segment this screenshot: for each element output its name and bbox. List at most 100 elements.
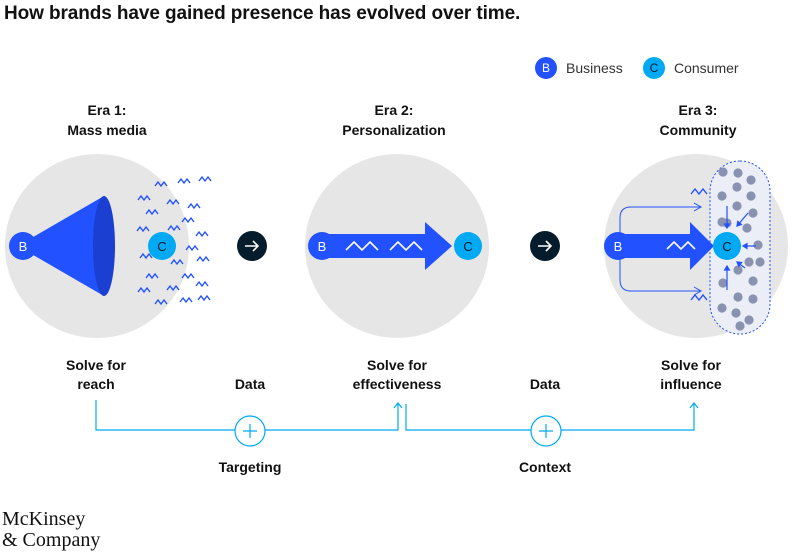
community-member-dot [744,257,754,267]
era-1-number: Era 1: [87,102,127,118]
megaphone-icon [28,196,104,296]
wave-mark [196,255,210,263]
transition-2-input: Data [529,376,561,392]
influence-arrowhead [723,223,731,230]
logo-line2: & Company [2,529,101,551]
community-member-dot [753,240,763,250]
consumer-icon: C [643,57,665,79]
era-2-outcome-line2: effectiveness [352,376,442,392]
era-1-business-letter: B [19,239,28,254]
era-2-title: Era 2: Personalization [314,100,474,140]
community-member-dot [744,315,754,325]
influence-path-bottom [619,246,700,292]
era-3-outcome-line1: Solve for [661,357,721,373]
wave-mark [187,202,201,210]
transition-1-arrow-glyph [245,240,260,252]
community-member-dot [755,257,765,267]
wave-mark [181,216,195,224]
influence-arrowhead [736,261,743,268]
community-member-dot [733,265,743,275]
era-2-outcome-line1: Solve for [367,357,427,373]
wave-mark [179,296,193,304]
era-3-consumer-node [713,232,741,260]
community-member-dot [732,182,742,192]
broadcast-waves [136,175,212,306]
community-member-dot [735,321,745,331]
transition-2-enabler: Context [518,459,572,475]
wave-mark [185,244,199,252]
community-member-dot [748,294,758,304]
era-3-business-node [604,232,632,260]
legend-business-label: Business [566,60,623,76]
wave-mark [154,298,168,306]
legend-consumer: C Consumer [643,57,739,79]
targeted-arrow-icon [322,222,452,270]
wave-mark [154,180,168,188]
era-1-title: Era 1: Mass media [27,100,187,140]
transition-1-input: Data [234,376,266,392]
wave-mark [137,194,151,202]
community-member-dot [746,175,756,185]
era-1-name: Mass media [67,122,147,138]
influence-arrowhead [741,242,748,250]
wave-mark [170,258,184,266]
community-member-dot [733,292,743,302]
influence-arrowhead [723,264,731,271]
mckinsey-logo: McKinsey & Company [2,509,100,551]
community-member-dot [748,208,758,218]
era-3-number: Era 3: [678,102,718,118]
era-3-consumer-letter: C [722,239,731,254]
wave-mark [181,272,195,280]
business-icon: B [535,57,557,79]
era-3-signal-zigzag [666,240,696,251]
wave-mark [136,225,150,233]
era-3-business-letter: B [614,239,623,254]
era-2-outcome: Solve for effectiveness [332,356,462,394]
page-title: How brands have gained presence has evol… [4,3,521,24]
era-2-consumer-node [454,232,482,260]
era-2-consumer-letter: C [463,239,472,254]
signal-zigzag [345,240,423,252]
era-1-outcome: Solve for reach [36,356,156,394]
wave-mark [195,280,209,288]
transition-1-enabler: Targeting [218,459,282,475]
logo-line1: McKinsey [2,508,86,530]
era-2-business-letter: B [318,239,327,254]
era-1-outcome-line2: reach [77,376,115,392]
era-1-consumer-letter: C [157,239,166,254]
era-1-consumer-node [148,232,176,260]
community-arrow-icon [618,222,714,270]
legend-consumer-label: Consumer [674,60,739,76]
community-members [717,167,765,331]
community-member-dot [731,308,741,318]
peer-influence-arrows [723,206,756,290]
era-2-number: Era 2: [374,102,414,118]
community-member-dot [733,168,743,178]
era-3-title: Era 3: Community [618,100,778,140]
era-1-outcome-line1: Solve for [66,357,126,373]
wave-mark [145,272,159,280]
era-2-business-node [308,232,336,260]
wave-mark [145,208,159,216]
wave-mark [195,230,209,238]
community-member-dot [717,303,727,313]
legend-business: B Business [535,57,623,79]
wave-mark [197,294,211,302]
community-member-dot [742,223,752,233]
era-1-business-node [9,232,37,260]
wave-mark [167,224,181,232]
community-member-dot [718,278,728,288]
era-3-outcome: Solve for influence [631,356,751,394]
community-member-dot [732,201,742,211]
wave-mark [177,177,191,185]
wave-mark [198,175,212,183]
wave-mark [137,286,151,294]
transition-connectors [95,400,699,431]
wave-mark [166,284,180,292]
megaphone-mouth [93,196,115,296]
community-member-dot [717,191,727,201]
era-3-name: Community [659,122,737,138]
influence-path-top [619,206,700,246]
community-member-dot [746,191,756,201]
era-3-outcome-line2: influence [660,376,722,392]
